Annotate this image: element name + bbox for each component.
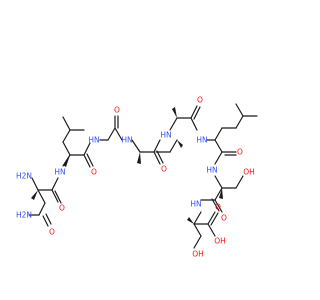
wedge-bond — [172, 107, 177, 118]
bond — [214, 139, 223, 153]
bond — [114, 127, 123, 141]
stereo-wedges — [31, 107, 223, 224]
bond — [190, 105, 198, 119]
bond — [153, 151, 161, 165]
atom-label-o: O — [161, 165, 167, 174]
atom-label-n: HN — [160, 131, 171, 140]
bond — [211, 198, 220, 212]
bond — [107, 127, 116, 141]
atom-label-o: OH — [214, 237, 226, 246]
atom-label-o: O — [114, 106, 120, 115]
bond — [54, 190, 62, 204]
bond — [207, 223, 216, 237]
atom-label-n: HN — [206, 166, 217, 175]
bond — [83, 154, 91, 168]
wedge-bond — [137, 152, 141, 164]
atom-label-o: OH — [192, 250, 204, 259]
bond — [169, 117, 178, 131]
atom-label-n: HN — [88, 136, 99, 145]
atom-label-n: HN — [196, 136, 207, 145]
bond — [45, 213, 52, 225]
bond — [153, 139, 161, 153]
bond — [235, 103, 244, 117]
bond — [210, 212, 219, 226]
bond — [207, 211, 216, 225]
atom-label-o: OH — [243, 168, 255, 177]
bond — [62, 129, 71, 143]
atom-labels: H2N O O H2N HN O HN O HN O HN O HN O HN … — [16, 96, 255, 259]
bond — [193, 235, 202, 249]
bond — [190, 117, 198, 131]
atom-label-o: O — [215, 203, 221, 212]
atom-label-o: O — [221, 214, 227, 223]
bond — [169, 139, 178, 153]
atom-label-o: O — [197, 96, 203, 105]
wedge-bond — [63, 155, 70, 167]
bond — [235, 115, 244, 129]
atom-label-n: HN — [190, 200, 201, 209]
atom-label-o: O — [91, 168, 97, 177]
molecule-structure-diagram: H2N O O H2N HN O HN O HN O HN O HN O HN … — [16, 96, 258, 259]
bond — [214, 175, 223, 189]
wedge-bond — [177, 140, 183, 148]
bond — [51, 189, 59, 203]
bond — [214, 199, 223, 213]
atom-label-o: O — [237, 148, 243, 157]
atom-label-n: HN — [54, 168, 65, 177]
wedge-bond — [219, 188, 223, 199]
atom-label-n: H2N — [16, 172, 32, 181]
atom-label-o: O — [49, 228, 55, 237]
bond — [214, 187, 223, 201]
wedge-bond — [31, 190, 38, 200]
bond — [51, 177, 59, 191]
bond — [37, 189, 46, 204]
bond — [193, 106, 201, 120]
bond — [193, 211, 202, 225]
bond — [62, 141, 71, 156]
bond — [131, 139, 141, 153]
bond — [42, 215, 49, 227]
bond — [38, 202, 46, 216]
bond-lines — [28, 103, 258, 249]
bond — [86, 153, 94, 167]
bond — [214, 151, 223, 165]
atom-label-n: H2N — [16, 211, 32, 220]
bond — [62, 116, 71, 131]
bond — [156, 150, 164, 164]
bond — [235, 175, 244, 189]
wedge-bond — [187, 217, 194, 224]
bond — [193, 223, 202, 237]
bond — [83, 142, 91, 156]
bond — [31, 177, 39, 191]
atom-label-n: HN — [121, 136, 132, 145]
bond — [214, 127, 223, 141]
atom-label-o: O — [59, 204, 65, 213]
